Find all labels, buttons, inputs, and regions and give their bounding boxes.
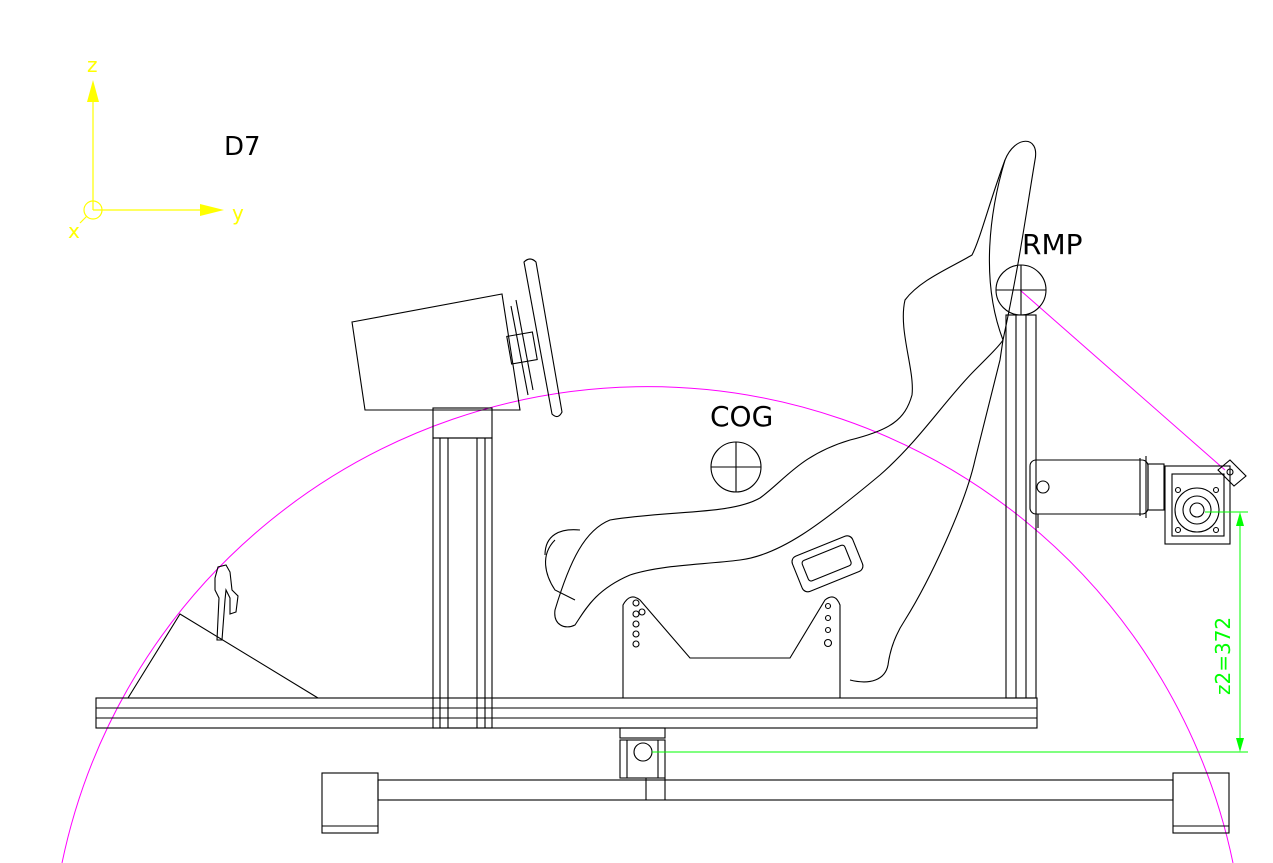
x-axis-label: x	[68, 219, 80, 243]
rig-linework	[95, 140, 1247, 834]
y-axis-label: y	[232, 201, 244, 225]
view-label: D7	[224, 132, 261, 162]
motion-envelope-arc	[61, 386, 1234, 863]
coordinate-axes-icon	[79, 80, 224, 224]
z2-dimension-label: z2=372	[1211, 617, 1235, 695]
z2-dimension	[652, 511, 1248, 753]
tangent-line	[1019, 289, 1226, 471]
cog-label: COG	[710, 400, 773, 433]
rmp-label: RMP	[1022, 228, 1083, 261]
z-axis-label: z	[87, 53, 98, 77]
